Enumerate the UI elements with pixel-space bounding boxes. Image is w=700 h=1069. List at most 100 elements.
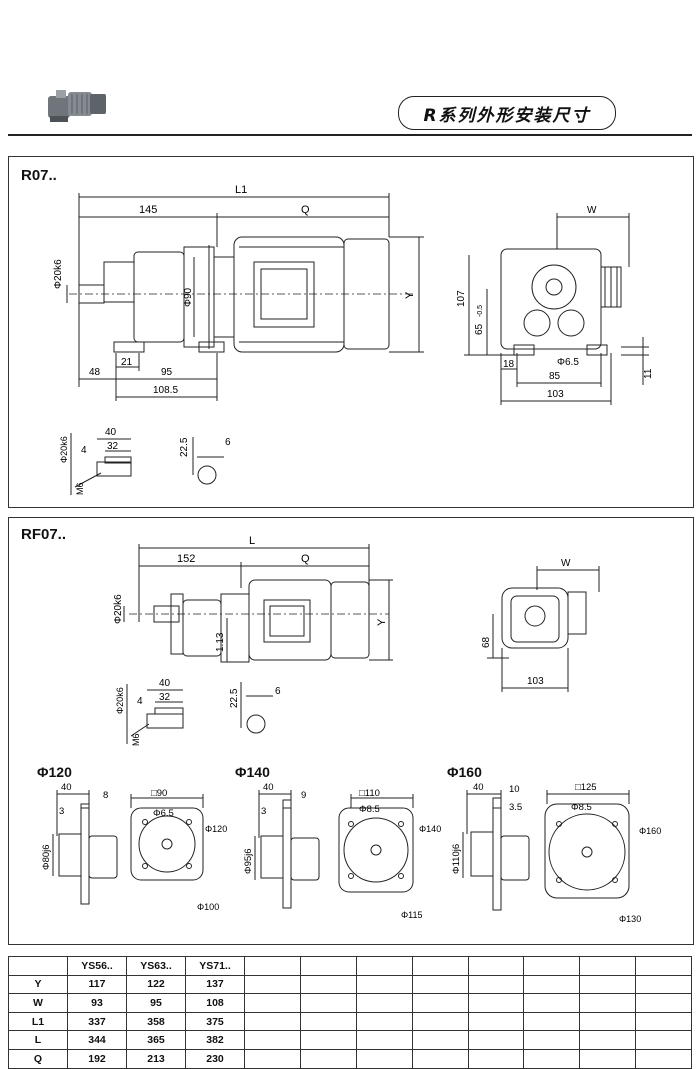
table-header-cell	[355, 956, 413, 976]
f120-hole: Φ6.5	[153, 808, 174, 819]
table-cell: 192	[67, 1048, 127, 1069]
table-cell: 93	[67, 993, 127, 1013]
table-row: Q 192 213 230	[8, 1048, 692, 1069]
dim-65-tol: -0.5	[477, 305, 484, 317]
table-header-cell	[579, 956, 637, 976]
f160-outer: Φ160	[639, 826, 661, 836]
table-cell: 122	[126, 974, 186, 995]
dim-107: 107	[456, 290, 467, 307]
f160-c: 3.5	[509, 802, 522, 813]
dim-11: 11	[643, 368, 654, 379]
f140-b: 9	[301, 790, 306, 801]
row-label: Q	[8, 1048, 68, 1069]
spec-table: YS56.. YS63.. YS71.. Y 117 122 137 W 93 …	[8, 956, 692, 1069]
table-cell: 213	[126, 1048, 186, 1069]
table-row: W 93 95 108	[8, 993, 692, 1013]
f120-a: 40	[61, 782, 72, 793]
table-cell: 358	[126, 1011, 186, 1032]
dim-95: 95	[161, 367, 173, 378]
r07-panel: R07..	[8, 156, 694, 508]
rf-detail-m6: M6	[131, 733, 141, 746]
rf-dim-l: L	[249, 535, 255, 547]
dim-18: 18	[503, 359, 515, 370]
f160-sq: □125	[575, 782, 597, 793]
table-header-cell: YS63..	[126, 956, 186, 976]
rf-dim-w: W	[561, 558, 571, 569]
rf07-panel: RF07.. Φ120 Φ140 Φ160	[8, 517, 694, 945]
f140-a: 40	[263, 782, 274, 793]
table-header-cell	[523, 956, 581, 976]
rf-dim-q: Q	[301, 553, 310, 565]
table-header-cell: YS56..	[67, 956, 127, 976]
table-cell: 337	[67, 1011, 127, 1032]
rf-detail-40: 40	[159, 678, 171, 689]
f140-outer: Φ140	[419, 824, 441, 834]
f140-c: 3	[261, 806, 266, 817]
rf-detail-32: 32	[159, 692, 171, 703]
row-label: L	[8, 1030, 68, 1050]
dim-103: 103	[547, 389, 564, 400]
dim-85: 85	[549, 371, 561, 382]
table-cell: 382	[185, 1030, 245, 1050]
dim-q: Q	[301, 204, 310, 216]
row-label: Y	[8, 974, 68, 995]
rf-detail-phi20: Φ20k6	[115, 687, 125, 714]
gearmotor-icon	[48, 90, 106, 122]
table-cell: 344	[67, 1030, 127, 1050]
header-divider	[8, 134, 692, 136]
detail-m6: M6	[75, 482, 85, 495]
f160-pcd: Φ130	[619, 914, 641, 924]
f140-pcd: Φ115	[401, 910, 423, 920]
table-cell: 375	[185, 1011, 245, 1032]
table-cell: 108	[185, 993, 245, 1013]
table-cell: 365	[126, 1030, 186, 1050]
f120-c: 3	[59, 806, 64, 817]
table-header-cell	[411, 956, 469, 976]
table-row: L1 337 358 375	[8, 1011, 692, 1032]
product-thumbnail	[44, 80, 110, 126]
detail-6: 6	[225, 437, 231, 448]
table-cell: 137	[185, 974, 245, 995]
rf-dim-phi20: Φ20k6	[113, 594, 124, 624]
f140-hole: Φ8.5	[359, 804, 380, 815]
flange-title-120: Φ120	[37, 764, 72, 780]
detail-phi20: Φ20k6	[59, 436, 69, 463]
f120-outer: Φ120	[205, 824, 227, 834]
r07-drawing: L1 145 Q Φ20k6 Φ90 Y 48 21 95 108.5 W 10…	[53, 184, 654, 495]
flange-title-160: Φ160	[447, 764, 482, 780]
f160-hole: Φ8.5	[571, 802, 592, 813]
rf-dim-152: 152	[177, 553, 195, 565]
f120-b: 8	[103, 790, 108, 801]
table-header-cell	[8, 956, 68, 976]
rf07-label: RF07..	[21, 526, 67, 543]
rf-dim-113: 1.13	[215, 632, 226, 652]
dim-145: 145	[139, 204, 157, 216]
rf-detail-6: 6	[275, 686, 281, 697]
row-label: L1	[8, 1011, 68, 1032]
dim-65: 65	[474, 323, 485, 335]
table-header-cell	[635, 956, 692, 976]
r07-label: R07..	[21, 167, 57, 184]
f140-spig: Φ95j6	[243, 848, 254, 874]
table-header-cell	[467, 956, 525, 976]
table-row: Y 117 122 137	[8, 974, 692, 995]
table-header-cell	[244, 956, 301, 976]
rf-detail-225: 22.5	[229, 688, 240, 708]
row-label: W	[8, 993, 68, 1013]
dim-21: 21	[121, 357, 133, 368]
table-cell: 117	[67, 974, 127, 995]
page-title: R系列外形安装尺寸	[398, 96, 616, 130]
dim-phi65: Φ6.5	[557, 357, 579, 368]
table-row: L 344 365 382	[8, 1030, 692, 1050]
f160-spig: Φ110j6	[451, 844, 462, 874]
dim-l1: L1	[235, 184, 247, 196]
dim-phi20: Φ20k6	[53, 259, 64, 289]
detail-40: 40	[105, 427, 117, 438]
f120-pcd: Φ100	[197, 902, 219, 912]
flange-title-140: Φ140	[235, 764, 270, 780]
f160-a: 40	[473, 782, 484, 793]
dim-phi90: Φ90	[183, 287, 194, 307]
detail-4: 4	[81, 445, 87, 456]
table-cell: 95	[126, 993, 186, 1013]
f120-sq: □90	[151, 788, 167, 799]
